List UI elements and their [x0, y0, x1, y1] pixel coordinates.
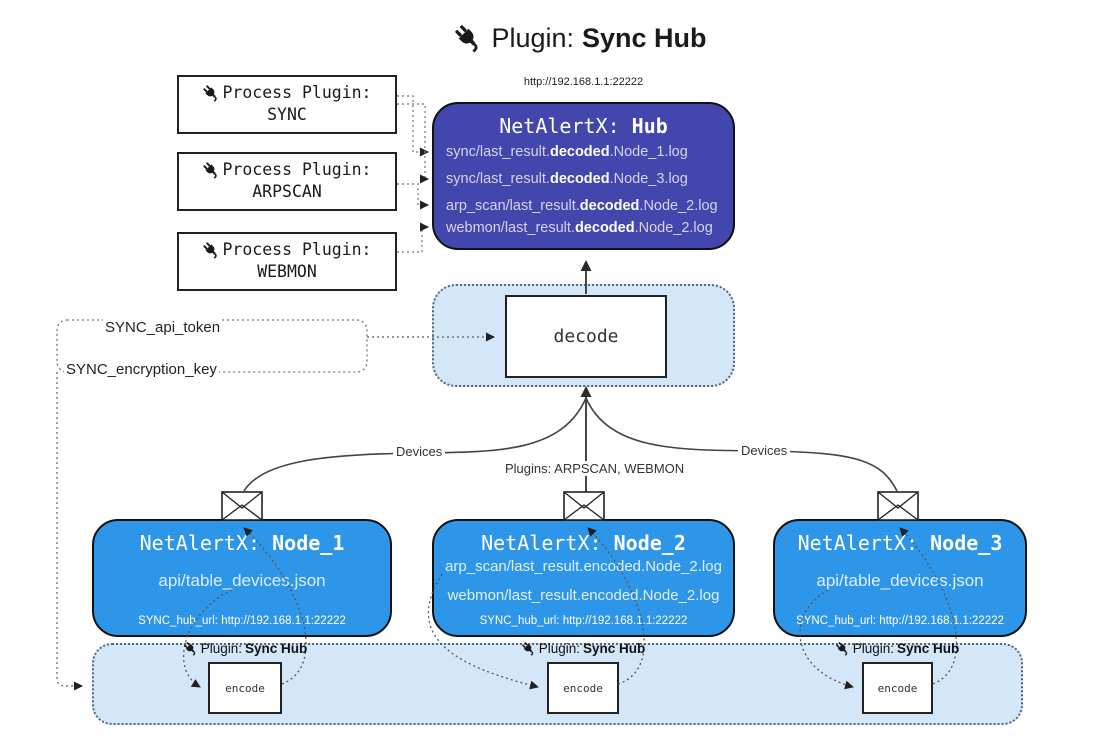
node-2-file: webmon/last_result.encoded.Node_2.log: [447, 587, 720, 604]
hub-title-bold: Hub: [631, 114, 668, 138]
encode-box: encode: [208, 662, 282, 714]
connector-arpscan: [397, 183, 429, 210]
connector-sync-node1: [397, 95, 429, 157]
sync-encryption-key-label: SYNC_encryption_key: [64, 361, 219, 378]
node-2-file: arp_scan/last_result.encoded.Node_2.log: [445, 558, 722, 575]
connector-webmon: [397, 222, 429, 253]
node-1-file: api/table_devices.json: [158, 571, 326, 590]
process-plugin-label: Process Plugin:: [222, 160, 372, 179]
secrets-to-encode-connector: [56, 372, 83, 691]
band-plugin-label: Plugin: Sync Hub: [822, 641, 972, 656]
node-3-title: NetAlertX: Node_3: [797, 531, 1003, 555]
envelope-icons: [221, 491, 919, 521]
process-plugin-name: SYNC: [267, 105, 307, 124]
process-plugin-sync: Process Plugin: SYNC: [177, 75, 397, 134]
page-title-prefix: Plugin:: [491, 22, 575, 53]
node-3-hub-url: SYNC_hub_url: http://192.168.1.1:22222: [796, 615, 1004, 627]
hub-file: arp_scan/last_result.decoded.Node_2.log: [446, 198, 718, 214]
hub-file: sync/last_result.decoded.Node_1.log: [446, 144, 688, 160]
node-2-hub-url: SYNC_hub_url: http://192.168.1.1:22222: [479, 615, 688, 627]
page-title: Plugin: Sync Hub: [330, 16, 830, 60]
node-1-hub-url: SYNC_hub_url: http://192.168.1.1:22222: [138, 615, 346, 627]
edge-label-devices-right: Devices: [738, 443, 791, 458]
band-plugin-label: Plugin: Sync Hub: [170, 641, 320, 656]
hub-url: http://192.168.1.1:22222: [523, 76, 644, 88]
plug-icon: [202, 84, 220, 102]
band-plugin-label: Plugin: Sync Hub: [508, 641, 658, 656]
edge-label-plugins: Plugins: ARPSCAN, WEBMON: [502, 461, 688, 476]
plugin-hub-connectors: [397, 95, 429, 253]
node-1-box: NetAlertX: Node_1 api/table_devices.json…: [92, 519, 392, 637]
encode-box: encode: [862, 662, 933, 714]
node-2-title: NetAlertX: Node_2: [481, 531, 686, 555]
hub-title: NetAlertX: Hub: [434, 114, 733, 138]
process-plugin-label: Process Plugin:: [222, 83, 372, 102]
plug-icon: [202, 241, 220, 259]
decode-box: decode: [505, 295, 667, 378]
process-plugin-name: WEBMON: [257, 262, 317, 281]
process-plugin-webmon: Process Plugin: WEBMON: [177, 232, 397, 291]
envelope-icon: [221, 491, 263, 521]
plug-icon: [453, 23, 483, 53]
hub-box: NetAlertX: Hub sync/last_result.decoded.…: [432, 102, 735, 250]
plug-icon: [835, 641, 850, 656]
page-title-bold: Sync Hub: [582, 22, 707, 53]
node-3-box: NetAlertX: Node_3 api/table_devices.json…: [773, 519, 1027, 637]
sync-api-token-label: SYNC_api_token: [103, 319, 223, 336]
plug-icon: [183, 641, 198, 656]
hub-title-prefix: NetAlertX:: [499, 114, 620, 138]
process-plugin-name: ARPSCAN: [252, 182, 322, 201]
node-2-box: NetAlertX: Node_2 arp_scan/last_result.e…: [432, 519, 735, 637]
plug-icon: [202, 161, 220, 179]
edge-label-devices-left: Devices: [393, 444, 446, 459]
envelope-icon: [563, 491, 605, 521]
connector-sync-node3: [397, 103, 429, 184]
encode-box: encode: [547, 662, 619, 714]
process-plugin-arpscan: Process Plugin: ARPSCAN: [177, 152, 397, 211]
envelope-icon: [877, 491, 919, 521]
plug-icon: [521, 641, 536, 656]
node-1-title: NetAlertX: Node_1: [139, 531, 345, 555]
process-plugin-label: Process Plugin:: [222, 240, 372, 259]
hub-file: webmon/last_result.decoded.Node_2.log: [446, 220, 713, 236]
hub-file: sync/last_result.decoded.Node_3.log: [446, 171, 688, 187]
node-3-file: api/table_devices.json: [816, 571, 984, 590]
